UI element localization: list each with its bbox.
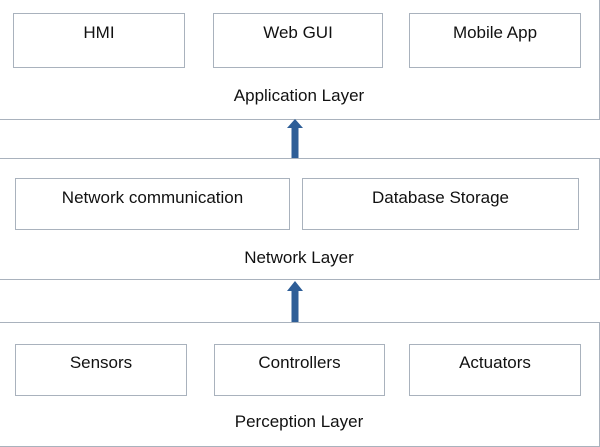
controllers-box: Controllers [214, 344, 385, 396]
mobile-app-box: Mobile App [409, 13, 581, 68]
hmi-label: HMI [83, 23, 115, 42]
network-communication-label: Network communication [61, 188, 244, 207]
network-layer: Network communication Database Storage N… [0, 158, 600, 280]
database-storage-label: Database Storage [371, 188, 510, 207]
application-layer-label: Application Layer [233, 86, 365, 105]
perception-layer-label: Perception Layer [234, 412, 364, 431]
network-layer-label: Network Layer [244, 248, 354, 267]
arrow-up-icon [287, 281, 303, 323]
controllers-label: Controllers [258, 353, 341, 372]
actuators-box: Actuators [409, 344, 581, 396]
arrow-up-icon [287, 119, 303, 159]
web-gui-box: Web GUI [213, 13, 383, 68]
database-storage-box: Database Storage [302, 178, 579, 230]
mobile-app-label: Mobile App [452, 23, 538, 42]
network-communication-box: Network communication [15, 178, 290, 230]
perception-layer: Sensors Controllers Actuators Perception… [0, 322, 600, 447]
application-layer: HMI Web GUI Mobile App Application Layer [0, 0, 600, 120]
web-gui-label: Web GUI [263, 23, 333, 42]
sensors-label: Sensors [69, 353, 133, 372]
actuators-label: Actuators [459, 353, 531, 372]
sensors-box: Sensors [15, 344, 187, 396]
hmi-box: HMI [13, 13, 185, 68]
